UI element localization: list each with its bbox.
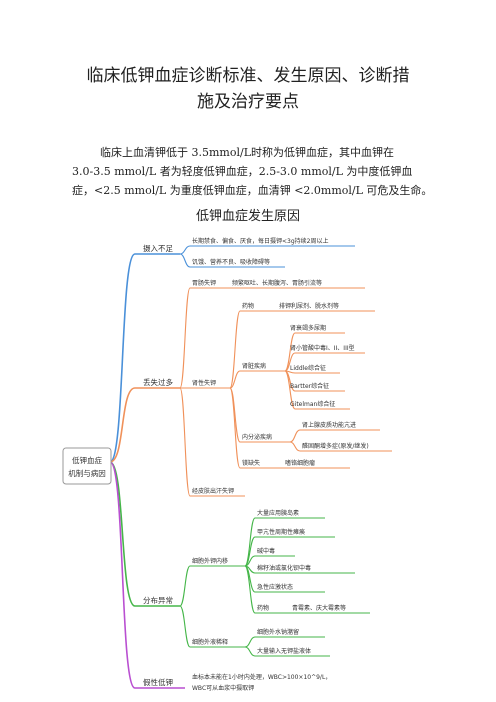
extra-leaf-1: 细胞外水钠潴留 bbox=[257, 628, 299, 636]
doc-title-line2: 施及治疗要点 bbox=[197, 92, 299, 112]
intra-leaf-4: 棉籽油或氯化钡中毒 bbox=[257, 564, 311, 572]
branch-pseudo: 假性低钾 bbox=[143, 677, 173, 687]
branch-intake: 摄入不足 bbox=[143, 244, 173, 253]
dist-extra: 细胞外液稀释 bbox=[192, 638, 228, 646]
renal-drugs: 药物 bbox=[242, 302, 254, 310]
doc-title-line1: 临床低钾血症诊断标准、发生原因、诊断措 bbox=[86, 66, 410, 86]
intro-paragraph-line2: 3.0-3.5 mmol/L 者为轻度低钾血症，2.5-3.0 mmol/L 为… bbox=[72, 165, 413, 178]
renal-kidney: 肾脏疾病 bbox=[242, 362, 266, 370]
loss-renal: 肾性失钾 bbox=[192, 379, 216, 387]
connector-intake bbox=[109, 253, 180, 463]
intro-paragraph-line3: 症，<2.5 mmol/L 为重度低钾血症，血清钾 <2.0mmol/L 可危及… bbox=[72, 184, 433, 197]
kidney-leaf-2: 肾小管酸中毒I、II、III型 bbox=[290, 344, 355, 352]
dist-intra: 细胞外钾内移 bbox=[192, 557, 228, 565]
branch-loss: 丢失过多 bbox=[143, 377, 173, 387]
intake-leaf-2: 饥饿、营养不良、吸收障碍等 bbox=[192, 258, 270, 266]
connector-dist bbox=[109, 461, 180, 607]
intra-leaf-5: 急性应激状态 bbox=[257, 583, 293, 591]
connector-loss bbox=[109, 387, 180, 463]
root-node bbox=[62, 447, 112, 485]
intra-drug-leaf: 青霉素、庆大霉素等 bbox=[292, 604, 346, 612]
intra-drug: 药物 bbox=[257, 604, 269, 612]
intake-leaf-1: 长期禁食、偏食、厌食，每日摄钾<3g持续2周以上 bbox=[192, 237, 328, 245]
intra-leaf-3: 碱中毒 bbox=[257, 547, 275, 555]
mg-leaf-1: 嗜铬细胞瘤 bbox=[285, 459, 315, 467]
pseudo-leaf-2: WBC可从血浆中摄取钾 bbox=[192, 684, 254, 692]
renal-mg: 镁缺失 bbox=[242, 459, 260, 467]
loss-gi-leaf: 频繁呕吐、长期腹泻、胃肠引流等 bbox=[232, 279, 322, 287]
kidney-leaf-3: Liddle综合征 bbox=[290, 364, 326, 372]
pseudo-leaf-1: 血标本未能在1小时内处理，WBC>100×10^9/L， bbox=[192, 673, 331, 681]
endo-leaf-2: 醛固酮增多症(原发/继发) bbox=[302, 442, 369, 450]
intra-leaf-1: 大量应用胰岛素 bbox=[257, 509, 299, 517]
kidney-leaf-5: Gitelman综合征 bbox=[290, 400, 335, 408]
intra-leaf-2: 甲亢性周期性瘫痪 bbox=[257, 528, 305, 536]
root-label-line2: 机制与病因 bbox=[68, 468, 106, 478]
loss-gi: 胃肠失钾 bbox=[192, 279, 216, 287]
kidney-leaf-1: 肾衰竭多尿期 bbox=[290, 324, 326, 332]
branch-dist: 分布异常 bbox=[143, 595, 173, 605]
intro-paragraph-line1: 临床上血清钾低于 3.5mmol/L时称为低钾血症，其中血钾在 bbox=[100, 146, 395, 159]
renal-endo: 内分泌疾病 bbox=[242, 433, 272, 441]
mindmap-title: 低钾血症发生原因 bbox=[195, 209, 300, 224]
connector-pseudo bbox=[109, 461, 185, 689]
renal-drugs-leaf: 排钾利尿剂、脱水剂等 bbox=[279, 302, 339, 310]
extra-leaf-2: 大量输入无钾盐液体 bbox=[257, 647, 311, 655]
kidney-leaf-4: Bartter综合征 bbox=[290, 382, 329, 390]
loss-skin: 经皮肤出汗失钾 bbox=[192, 487, 234, 495]
endo-leaf-1: 肾上腺皮质功能亢进 bbox=[302, 421, 356, 429]
root-label-line1: 低钾血症 bbox=[72, 455, 102, 465]
